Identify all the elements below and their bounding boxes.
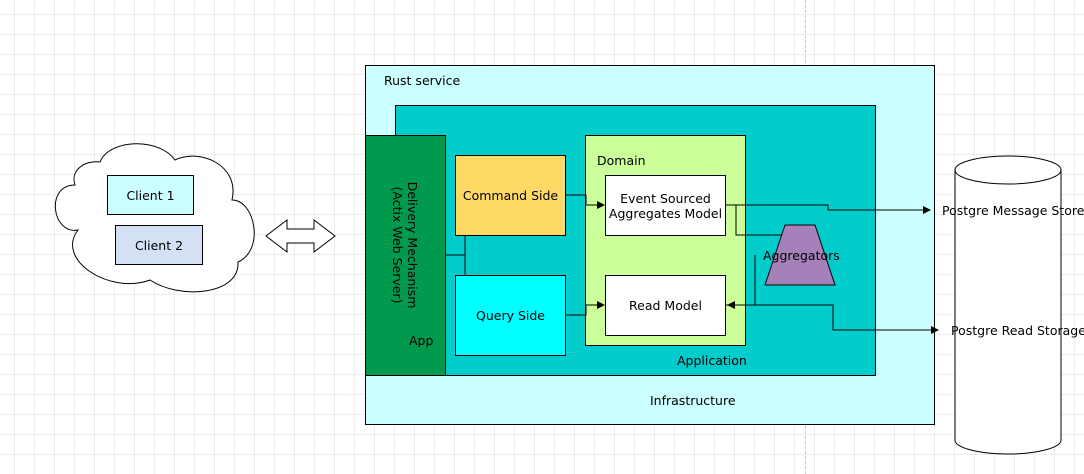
infrastructure-label: Infrastructure — [650, 393, 736, 408]
rust-service-label: Rust service — [384, 73, 461, 88]
client-2-box: Client 2 — [115, 225, 203, 265]
event-sourced-line1: Event Sourced — [620, 190, 711, 206]
command-side-label: Command Side — [462, 188, 559, 203]
domain-label: Domain — [597, 153, 646, 168]
query-side-label: Query Side — [476, 308, 545, 323]
event-sourced-line2: Aggregates Model — [608, 205, 723, 221]
client-2-label: Client 2 — [134, 237, 184, 253]
client-1-label: Client 1 — [126, 187, 175, 203]
client-1-box: Client 1 — [107, 175, 194, 215]
event-sourced-model-box: Event Sourced Aggregates Model — [605, 175, 726, 236]
read-model-box: Read Model — [605, 275, 726, 336]
read-model-label: Read Model — [629, 298, 702, 313]
aggregators-shape — [764, 224, 836, 286]
query-side-box: Query Side — [455, 275, 566, 356]
application-label: Application — [677, 353, 747, 368]
postgre-read-storage-label: Postgre Read Storage — [951, 323, 1084, 338]
command-side-box: Command Side — [455, 155, 566, 236]
postgre-message-store-label: Postgre Message Store — [942, 203, 1084, 218]
aggregators-label: Aggregators — [763, 248, 840, 263]
app-label: App — [409, 333, 434, 348]
